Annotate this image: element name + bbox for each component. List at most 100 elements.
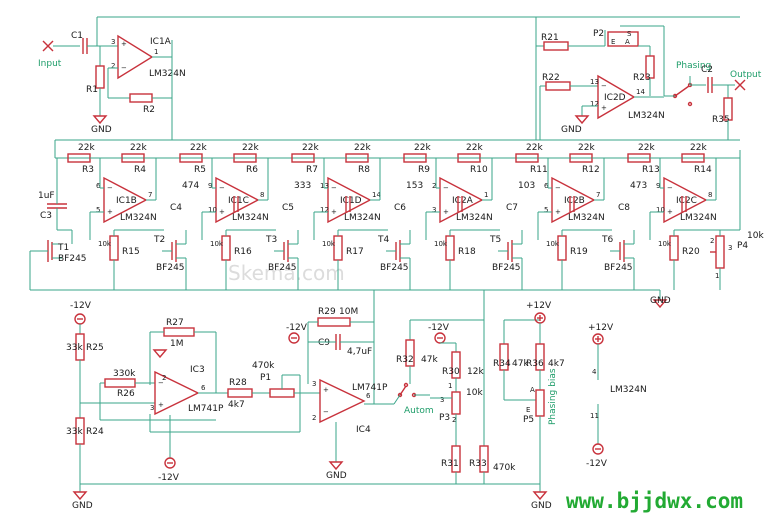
resistor-gate <box>557 235 567 261</box>
svg-text:4k7: 4k7 <box>548 359 565 369</box>
watermark-text: Skema.com <box>228 261 345 285</box>
svg-text:−: − <box>323 408 329 416</box>
svg-text:10k: 10k <box>466 388 483 398</box>
svg-text:LM324N: LM324N <box>149 69 186 79</box>
svg-text:1: 1 <box>154 48 158 56</box>
gnd-icon <box>152 349 168 359</box>
svg-text:+: + <box>601 104 607 112</box>
svg-text:−: − <box>219 184 225 192</box>
svg-text:BF245: BF245 <box>380 263 409 273</box>
opamp-ic1c <box>215 176 260 224</box>
svg-text:C6: C6 <box>394 203 406 213</box>
svg-text:C1: C1 <box>71 31 83 41</box>
svg-text:3: 3 <box>440 396 444 404</box>
svg-text:R15: R15 <box>122 247 140 257</box>
gnd-icon <box>92 115 108 125</box>
svg-text:2: 2 <box>162 374 166 382</box>
resistor-r27 <box>163 327 195 337</box>
opamp-ic2b <box>551 176 596 224</box>
svg-text:LM324N: LM324N <box>456 213 493 223</box>
svg-text:14: 14 <box>372 191 381 199</box>
svg-text:6: 6 <box>366 392 371 400</box>
svg-text:R1: R1 <box>86 85 98 95</box>
svg-text:13: 13 <box>590 78 599 86</box>
svg-text:22k: 22k <box>638 143 655 153</box>
svg-text:4k7: 4k7 <box>228 400 245 410</box>
svg-text:8: 8 <box>708 191 712 199</box>
svg-text:E: E <box>611 38 615 46</box>
svg-text:R34: R34 <box>493 359 511 369</box>
svg-text:3: 3 <box>150 404 154 412</box>
svg-text:−: − <box>158 379 164 387</box>
svg-text:C7: C7 <box>506 203 518 213</box>
svg-text:R33: R33 <box>469 459 487 469</box>
gnd-icon <box>652 299 668 309</box>
svg-text:E: E <box>526 406 530 414</box>
svg-text:+: + <box>443 208 449 216</box>
autom-label: Autom <box>404 406 434 416</box>
svg-text:5: 5 <box>96 206 100 214</box>
svg-text:LM741P: LM741P <box>352 383 388 393</box>
resistor-r26 <box>104 378 136 388</box>
svg-text:P4: P4 <box>737 241 748 251</box>
svg-text:2: 2 <box>111 62 115 70</box>
svg-text:12k: 12k <box>467 367 484 377</box>
svg-text:R12: R12 <box>582 165 600 175</box>
svg-text:+12V: +12V <box>588 323 614 333</box>
svg-text:4,7uF: 4,7uF <box>347 347 372 357</box>
svg-text:R6: R6 <box>246 165 258 175</box>
svg-text:R19: R19 <box>570 247 588 257</box>
svg-text:103: 103 <box>518 181 535 191</box>
svg-text:R5: R5 <box>194 165 206 175</box>
resistor-r2 <box>129 93 153 103</box>
minus12-rail-icon <box>164 457 176 469</box>
resistor-r21 <box>543 41 569 51</box>
output-label: Output <box>730 70 762 80</box>
svg-text:+12V: +12V <box>526 301 552 311</box>
svg-text:3: 3 <box>728 244 732 252</box>
plus12-rail-icon <box>592 333 604 345</box>
plus12-rail-icon <box>534 312 546 324</box>
svg-text:R24: R24 <box>86 427 104 437</box>
svg-text:R13: R13 <box>642 165 660 175</box>
svg-text:333: 333 <box>294 181 311 191</box>
resistor-r22 <box>545 81 571 91</box>
opamp-ic1d <box>327 176 372 224</box>
svg-text:P1: P1 <box>260 373 271 383</box>
svg-text:R7: R7 <box>306 165 318 175</box>
svg-text:S: S <box>627 30 632 38</box>
svg-text:3: 3 <box>312 380 316 388</box>
svg-text:10: 10 <box>208 206 217 214</box>
resistor-r29 <box>317 317 351 327</box>
svg-text:12: 12 <box>320 206 329 214</box>
svg-text:470k: 470k <box>252 361 275 371</box>
output-mixer: R21 P2 A E S R23 R22 −+ 13 12 14 IC2D LM… <box>535 17 762 140</box>
svg-text:11: 11 <box>590 412 599 420</box>
svg-text:BF245: BF245 <box>492 263 521 273</box>
svg-text:+: + <box>219 208 225 216</box>
svg-text:1: 1 <box>715 272 719 280</box>
svg-text:3: 3 <box>111 38 115 46</box>
svg-text:LM324N: LM324N <box>610 385 647 395</box>
svg-text:−: − <box>667 184 673 192</box>
svg-text:6: 6 <box>201 384 206 392</box>
svg-text:+: + <box>121 40 127 48</box>
svg-text:10k: 10k <box>546 240 560 248</box>
svg-text:1M: 1M <box>170 339 184 349</box>
svg-text:R23: R23 <box>633 73 651 83</box>
svg-text:GND: GND <box>326 471 347 481</box>
svg-text:IC1A: IC1A <box>150 37 172 47</box>
svg-text:2: 2 <box>452 416 456 424</box>
svg-text:C3: C3 <box>40 211 52 221</box>
output-terminal-icon <box>734 79 746 91</box>
capacitor-c3 <box>47 203 67 209</box>
input-terminal-icon <box>42 40 54 52</box>
svg-text:22k: 22k <box>578 143 595 153</box>
svg-text:22k: 22k <box>242 143 259 153</box>
svg-text:LM324N: LM324N <box>680 213 717 223</box>
